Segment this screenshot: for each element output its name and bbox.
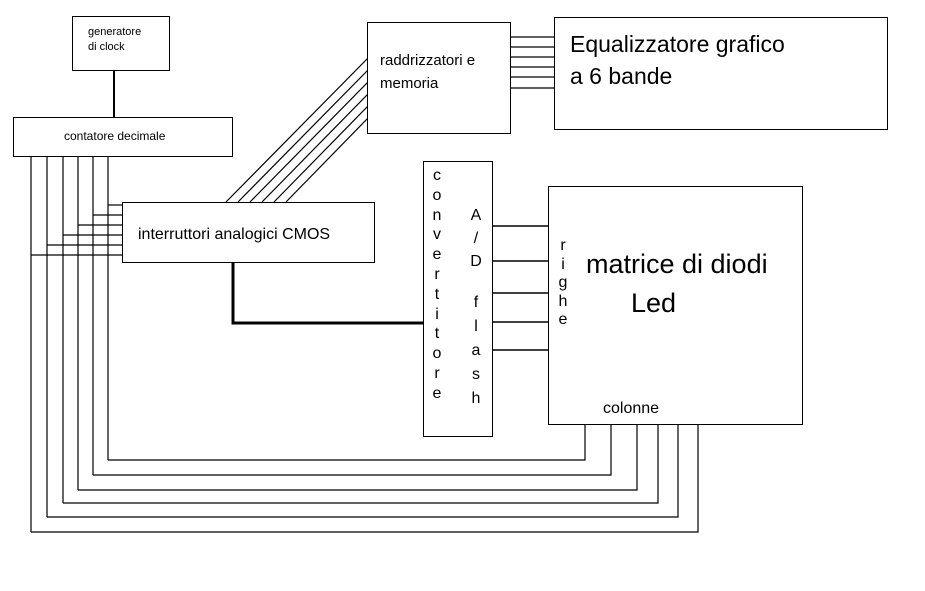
converter-letter: r [434,265,440,283]
rectifiers-memory-label-1: raddrizzatori e [380,52,476,69]
equalizer-label-2: a 6 bande [570,63,673,89]
led-matrix-label-1: matrice di diodi [586,249,768,279]
led-matrix-label-2: Led [631,288,677,318]
rows-letter: h [558,292,568,310]
cmos-switches-label: interruttori analogici CMOS [138,226,331,243]
clock-generator-label-2: di clock [88,41,125,53]
rows-letter: i [561,255,565,273]
wire-column-6 [31,424,699,533]
rows-letter: g [558,274,568,291]
wire-column-5 [47,424,679,518]
wire-column-4 [63,424,659,504]
wire-column-1 [108,424,586,461]
flash-letter: h [471,390,481,407]
flash-letter: l [474,318,478,335]
led-rows-label: r i g h e [555,237,571,330]
converter-vertical-word: c o n v e r t i t o r e [428,166,446,404]
converter-ad-label: A / D [466,204,486,273]
converter-letter: c [433,167,441,184]
converter-letter: o [432,186,442,204]
flash-letter: f [473,294,479,311]
converter-flash-label: f l a s h [466,291,486,411]
converter-letter: n [432,206,442,224]
led-columns-label: colonne [603,400,660,417]
converter-letter: t [434,285,440,303]
clock-generator-label-1: generatore [88,26,142,38]
equalizer-label-1: Equalizzatore grafico [570,31,785,57]
ad-letter: / [473,230,479,247]
decimal-counter-label: contatore decimale [64,129,166,143]
wire-cmos-to-converter [231,263,423,325]
converter-letter: v [433,226,441,244]
converter-letter: r [434,364,440,382]
ad-letter: A [470,207,482,224]
wire-column-2 [93,424,612,476]
converter-letter: e [432,384,442,402]
converter-block: c o n v e r t i t o r e A / D f l a s h [423,161,493,437]
rectifiers-memory-block: raddrizzatori e memoria [367,22,511,134]
converter-letter: o [432,345,442,363]
rows-letter: r [560,237,566,254]
decimal-counter-block: contatore decimale [13,117,233,157]
ad-letter: D [470,253,482,270]
flash-letter: a [471,342,481,359]
cmos-switches-block: interruttori analogici CMOS [122,202,375,263]
converter-letter: i [435,305,439,323]
wire-column-3 [78,424,638,491]
rectifiers-memory-label-2: memoria [380,75,439,92]
equalizer-block: Equalizzatore grafico a 6 bande [554,17,888,130]
led-matrix-block: r i g h e matrice di diodi Led colonne [548,186,803,425]
converter-letter: t [434,325,440,343]
converter-letter: e [432,246,442,264]
rows-letter: e [558,311,568,328]
flash-letter: s [472,366,480,383]
clock-generator-block: generatore di clock [72,16,170,71]
